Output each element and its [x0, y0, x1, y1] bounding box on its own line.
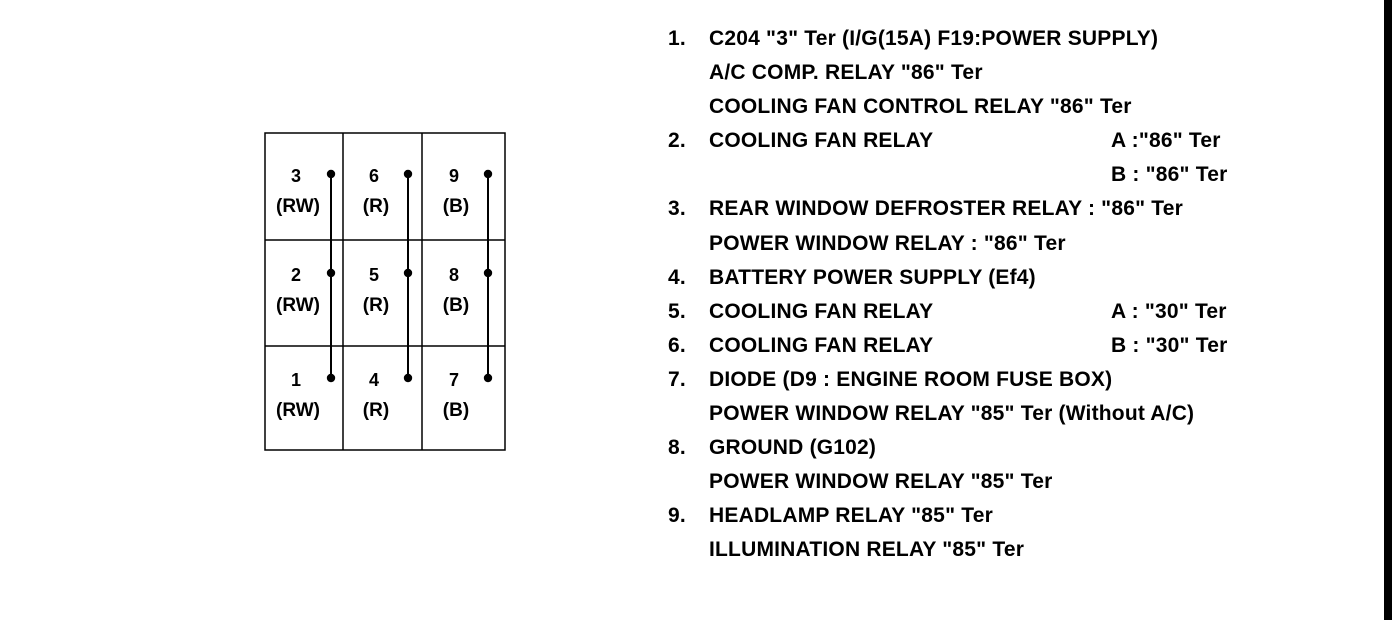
- pin-item-number: 8.: [668, 436, 686, 460]
- terminal-dot: [483, 169, 493, 179]
- terminal-dot: [326, 268, 336, 278]
- pin-number: 4: [369, 370, 379, 390]
- pin-number: 7: [449, 370, 459, 390]
- pin-item-text: POWER WINDOW RELAY "85" Ter: [709, 470, 1053, 494]
- pin-item-terminal: A : "30" Ter: [1111, 299, 1227, 323]
- wire-color-label: (RW): [276, 196, 320, 217]
- pin-item-text: A/C COMP. RELAY "86" Ter: [709, 61, 983, 85]
- connector-diagram: 3 (RW) 6 (R) 9 (B) 2 (RW) 5 (R) 8 (B) 1 (RW) 4 (R) 7 (B): [264, 132, 506, 451]
- pin-item-text: COOLING FAN RELAY: [709, 129, 934, 153]
- wire-color-label: (B): [443, 400, 469, 421]
- pin-item-number: 9.: [668, 504, 686, 528]
- page-right-border: [1384, 0, 1392, 620]
- pin-item-number: 5.: [668, 299, 686, 323]
- pin-item-text: COOLING FAN RELAY: [709, 333, 934, 357]
- terminal-dot: [483, 373, 493, 383]
- pin-item-number: 7.: [668, 367, 686, 391]
- terminal-dot: [403, 373, 413, 383]
- pin-item-terminal: B : "30" Ter: [1111, 333, 1228, 357]
- wire-color-label: (B): [443, 295, 469, 316]
- wire-color-label: (B): [443, 196, 469, 217]
- wire-color-label: (R): [363, 295, 389, 316]
- wire-color-label: (R): [363, 196, 389, 217]
- pin-item-number: 1.: [668, 27, 686, 50]
- pin-item-text: GROUND (G102): [709, 436, 877, 460]
- pin-number: 2: [291, 265, 301, 285]
- pin-item-terminal: B : "86" Ter: [1111, 163, 1228, 187]
- pin-item-text: HEADLAMP RELAY "85" Ter: [709, 504, 993, 528]
- connector-outline: [264, 132, 506, 451]
- pin-item-text: REAR WINDOW DEFROSTER RELAY : "86" Ter: [709, 197, 1184, 221]
- wire-color-label: (RW): [276, 400, 320, 421]
- wire-color-label: (R): [363, 400, 389, 421]
- pin-item-text: C204 "3" Ter (I/G(15A) F19:POWER SUPPLY): [709, 27, 1159, 50]
- terminal-dot: [483, 268, 493, 278]
- pin-number: 5: [369, 265, 379, 285]
- terminal-dot: [326, 169, 336, 179]
- pin-item-text: ILLUMINATION RELAY "85" Ter: [709, 538, 1025, 562]
- pin-item-text: COOLING FAN RELAY: [709, 299, 934, 323]
- pin-item-terminal: A :"86" Ter: [1111, 129, 1221, 153]
- pin-item-text: POWER WINDOW RELAY "85" Ter (Without A/C…: [709, 402, 1195, 426]
- terminal-dot: [403, 268, 413, 278]
- pin-number: 8: [449, 265, 459, 285]
- pin-item-text: DIODE (D9 : ENGINE ROOM FUSE BOX): [709, 367, 1113, 391]
- pin-item-number: 3.: [668, 197, 686, 221]
- pin-item-text: COOLING FAN CONTROL RELAY "86" Ter: [709, 95, 1132, 119]
- pin-number: 9: [449, 166, 459, 186]
- pin-item-number: 2.: [668, 129, 686, 153]
- pin-number: 1: [291, 370, 301, 390]
- wire-color-label: (RW): [276, 295, 320, 316]
- pin-item-text: BATTERY POWER SUPPLY (Ef4): [709, 265, 1036, 289]
- pin-number: 3: [291, 166, 301, 186]
- pin-number: 6: [369, 166, 379, 186]
- terminal-dot: [326, 373, 336, 383]
- pin-item-text: POWER WINDOW RELAY : "86" Ter: [709, 231, 1066, 255]
- pin-item-number: 4.: [668, 265, 686, 289]
- pin-item-number: 6.: [668, 333, 686, 357]
- terminal-dot: [403, 169, 413, 179]
